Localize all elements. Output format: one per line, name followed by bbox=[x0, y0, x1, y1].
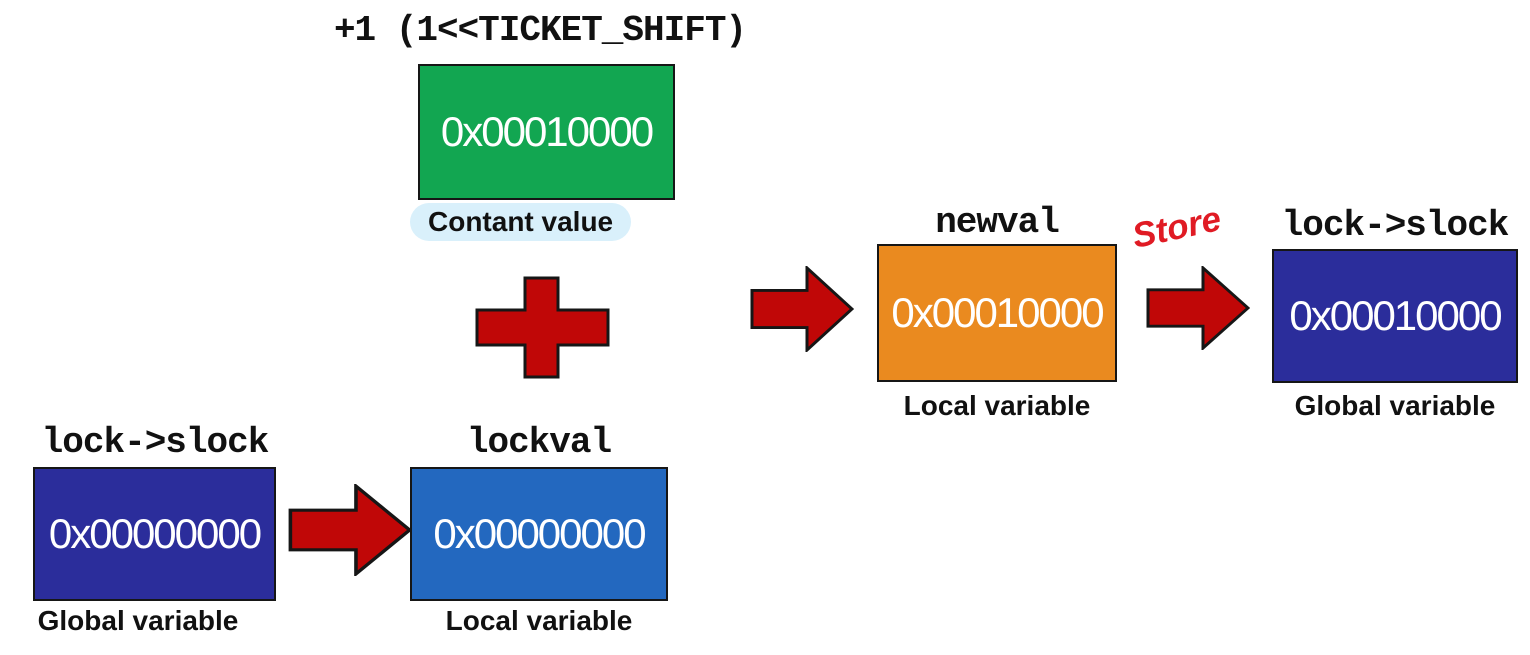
lockval-value: 0x00000000 bbox=[433, 510, 646, 557]
arrow-right-icon bbox=[750, 266, 854, 352]
plus-icon bbox=[475, 276, 610, 379]
newval-title-label: newval bbox=[935, 202, 1060, 243]
constant-value-box: 0x00010000 bbox=[418, 64, 675, 200]
newval-value: 0x00010000 bbox=[891, 289, 1104, 336]
global-after-value: 0x00010000 bbox=[1289, 292, 1502, 339]
arrow-shape bbox=[1146, 266, 1250, 350]
arrow-right-icon bbox=[1146, 266, 1250, 350]
plus-shape bbox=[475, 276, 610, 379]
constant-value: 0x00010000 bbox=[440, 108, 654, 155]
lockval-value-box: 0x00000000 bbox=[410, 467, 668, 601]
global-before-value-box: 0x00000000 bbox=[33, 467, 276, 601]
arrow-right-icon bbox=[288, 484, 412, 576]
global-before-title-label: lock->slock bbox=[41, 422, 270, 463]
lockval-caption: Local variable bbox=[445, 605, 633, 636]
constant-caption: Contant value bbox=[410, 203, 632, 241]
global-before-caption: Global variable bbox=[37, 605, 239, 636]
store-annotation: Store bbox=[1128, 199, 1225, 256]
constant-title-label: +1 (1<<TICKET_SHIFT) bbox=[333, 10, 747, 51]
arrow-shape bbox=[750, 266, 854, 352]
global-after-caption: Global variable bbox=[1294, 390, 1496, 421]
lockval-title-label: lockval bbox=[466, 422, 612, 463]
global-after-title-label: lock->slock bbox=[1281, 205, 1510, 246]
global-before-value: 0x00000000 bbox=[48, 510, 262, 557]
newval-caption: Local variable bbox=[903, 390, 1091, 421]
global-after-value-box: 0x00010000 bbox=[1272, 249, 1518, 383]
newval-value-box: 0x00010000 bbox=[877, 244, 1117, 382]
arrow-shape bbox=[288, 484, 412, 576]
